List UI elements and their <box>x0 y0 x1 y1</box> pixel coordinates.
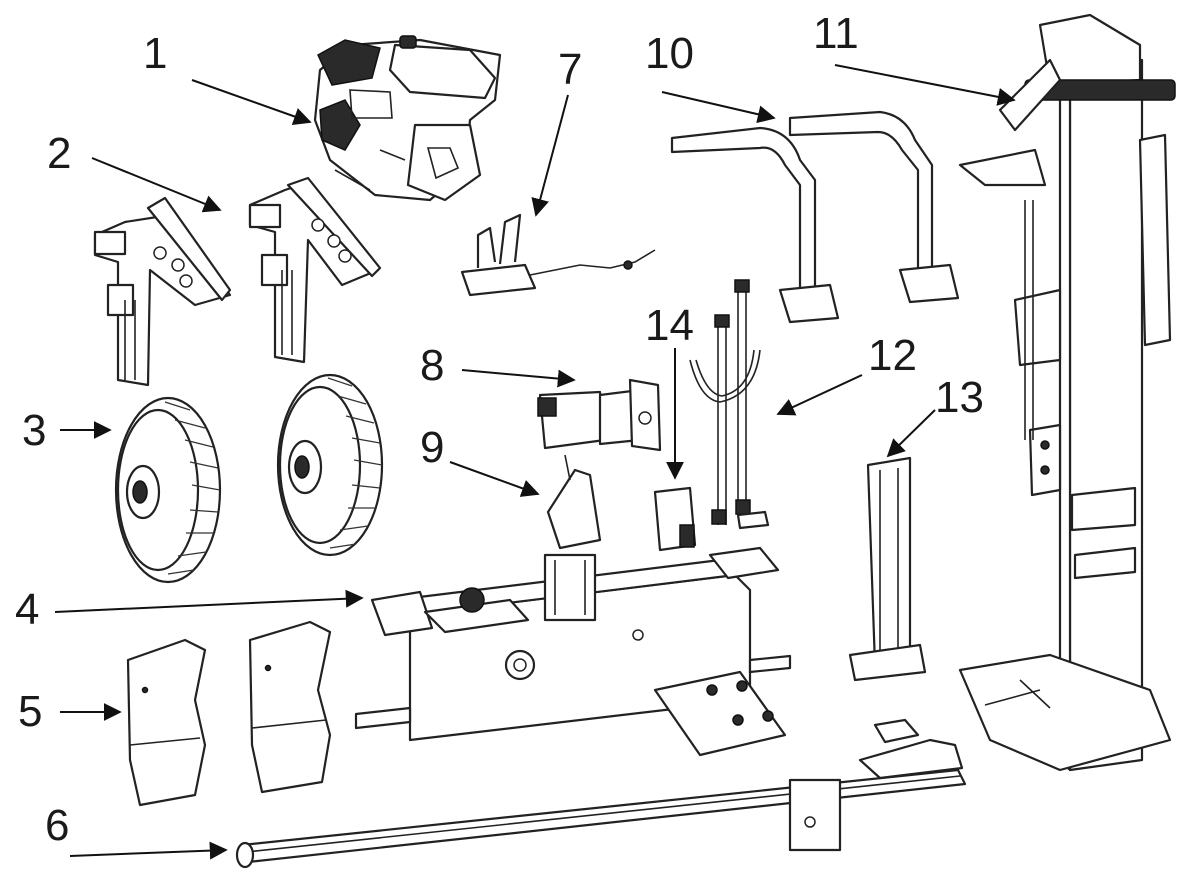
handle-left <box>670 126 840 324</box>
leader-10 <box>661 91 776 124</box>
leader-lines <box>54 64 1016 860</box>
support-stand-post <box>848 456 927 682</box>
splitter-column-tower <box>958 13 1176 772</box>
leader-4 <box>54 589 364 613</box>
throttle-bracket <box>460 213 656 297</box>
pump-mount-bracket <box>546 454 602 550</box>
callout-6: 6 <box>45 801 69 850</box>
leader-6 <box>69 841 228 860</box>
hydraulic-hoses <box>689 279 770 530</box>
leader-12 <box>776 374 863 416</box>
valve-plate-bracket <box>653 486 697 552</box>
hydraulic-tank-frame <box>354 546 792 757</box>
callout-3: 3 <box>22 406 46 455</box>
handle-right <box>788 110 960 304</box>
hydraulic-pump <box>537 378 662 452</box>
callout-12: 12 <box>868 331 917 380</box>
wheel-left <box>114 396 222 584</box>
leader-7 <box>531 94 569 217</box>
axle-bracket-left <box>93 196 232 387</box>
callout-5: 5 <box>18 687 42 736</box>
callout-14: 14 <box>645 301 694 350</box>
leader-8 <box>461 369 576 388</box>
callout-7: 7 <box>558 45 582 94</box>
leader-2 <box>91 157 222 213</box>
callout-13: 13 <box>935 373 984 422</box>
leader-13 <box>886 409 936 458</box>
leader-1 <box>191 79 312 126</box>
tow-tongue-beam <box>235 718 967 869</box>
callout-9: 9 <box>420 423 444 472</box>
leader-11 <box>834 64 1016 106</box>
callout-10: 10 <box>645 29 694 78</box>
callout-1: 1 <box>143 29 167 78</box>
fender-left <box>126 638 207 807</box>
fender-right <box>248 620 332 794</box>
engine-part <box>313 35 502 202</box>
axle-bracket-right <box>248 176 382 364</box>
wheel-right <box>276 373 384 557</box>
callout-4: 4 <box>15 585 39 634</box>
callout-11: 11 <box>813 9 859 58</box>
callout-labels: 1 2 3 4 5 6 7 8 9 10 11 12 13 14 <box>15 9 984 850</box>
callout-2: 2 <box>47 129 71 178</box>
callout-8: 8 <box>420 341 444 390</box>
leader-9 <box>449 461 540 497</box>
